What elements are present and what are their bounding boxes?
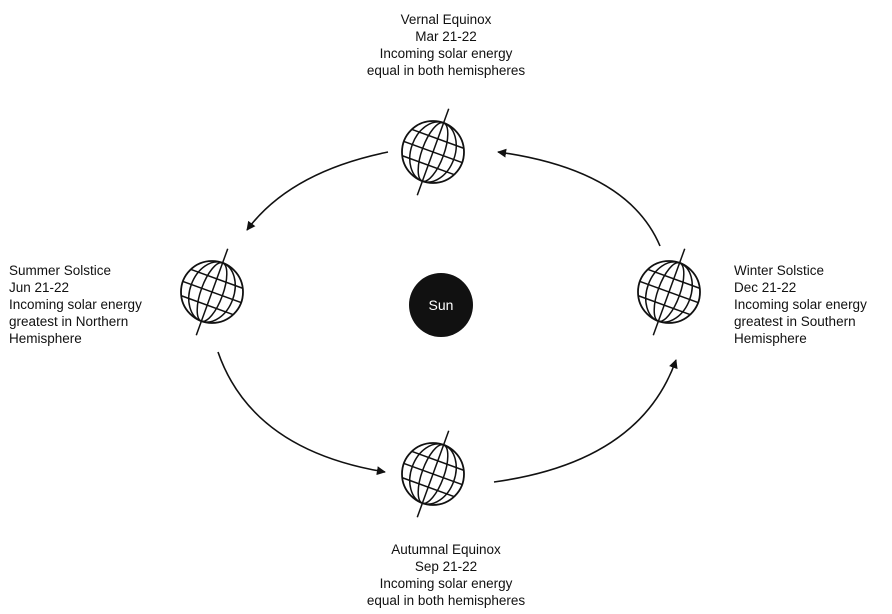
orbit-arrow-vernal-to-summer (246, 151, 389, 231)
orbit-arrow-summer-to-autumnal (217, 351, 386, 476)
vernal-desc-line-1: Incoming solar energy (379, 46, 513, 61)
orbit-arrow-winter-to-vernal (497, 148, 661, 247)
earth-globe-vernal (387, 97, 479, 207)
winter-desc-line-2: greatest in Southern (734, 314, 856, 329)
earth-globe-winter (623, 237, 715, 347)
autumnal-title: Autumnal Equinox (391, 542, 501, 557)
winter-desc-line-1: Incoming solar energy (734, 297, 867, 312)
autumnal-equinox-label: Autumnal Equinox Sep 21-22 Incoming sola… (346, 541, 546, 609)
summer-solstice-label: Summer Solstice Jun 21-22 Incoming solar… (9, 262, 189, 347)
vernal-date: Mar 21-22 (415, 29, 477, 44)
winter-solstice-label: Winter Solstice Dec 21-22 Incoming solar… (734, 262, 892, 347)
winter-desc-line-3: Hemisphere (734, 331, 807, 346)
summer-desc-line-1: Incoming solar energy (9, 297, 142, 312)
sun-label: Sun (429, 297, 454, 313)
winter-date: Dec 21-22 (734, 280, 797, 295)
vernal-equinox-label: Vernal Equinox Mar 21-22 Incoming solar … (346, 11, 546, 79)
summer-desc-line-2: greatest in Northern (9, 314, 129, 329)
winter-title: Winter Solstice (734, 263, 825, 278)
orbit-arrow-autumnal-to-winter (493, 359, 678, 483)
vernal-title: Vernal Equinox (400, 12, 492, 27)
summer-date: Jun 21-22 (9, 280, 70, 295)
sun-disc (409, 273, 473, 337)
vernal-desc-line-2: equal in both hemispheres (366, 63, 526, 78)
earth-globe-autumnal (387, 419, 479, 529)
summer-desc-line-3: Hemisphere (9, 331, 82, 346)
autumnal-desc-line-1: Incoming solar energy (379, 576, 513, 591)
autumnal-date: Sep 21-22 (414, 559, 478, 574)
autumnal-desc-line-2: equal in both hemispheres (366, 593, 526, 608)
summer-title: Summer Solstice (9, 263, 112, 278)
